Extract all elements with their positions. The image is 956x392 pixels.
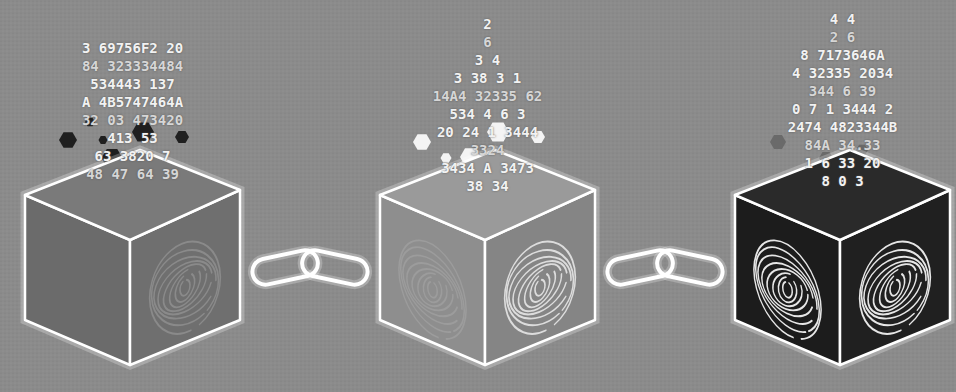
hash-digits: 4 32335 2034	[735, 64, 950, 82]
block-cube: 3 69756F2 2084 323334484534443 137A 4B57…	[25, 150, 240, 365]
hash-digits: 84A 34.33	[735, 136, 950, 154]
hash-digits: A 4B5747464A	[25, 93, 240, 111]
hash-digits: 6	[380, 33, 595, 51]
hash-digits: 3 69756F2 20	[25, 39, 240, 57]
chain-link	[605, 248, 725, 287]
hash-digits: 20 24 1 3444	[380, 123, 595, 141]
hash-digits: 2	[380, 15, 595, 33]
hex-data-cloud: 3 69756F2 2084 323334484534443 137A 4B57…	[25, 39, 240, 183]
block-cube: 263 43 38 3 114A4 32335 62534 4 6 320 24…	[380, 150, 595, 365]
hex-data-cloud: 4 42 68 7173646A4 32335 2034344 6 390 7 …	[735, 10, 950, 190]
cube-face	[380, 150, 595, 240]
cube-face	[735, 150, 950, 240]
fingerprint-icon	[848, 210, 942, 364]
fingerprint-icon	[138, 210, 232, 364]
hash-digits: 3 4	[380, 51, 595, 69]
hash-digits: 344 6 39	[735, 82, 950, 100]
hash-digits: 534443 137	[25, 75, 240, 93]
hash-digits: 3 38 3 1	[380, 69, 595, 87]
hash-digits: 2474 4823344B	[735, 118, 950, 136]
hash-digits: 413 53	[25, 129, 240, 147]
cube-outline	[25, 150, 240, 365]
fingerprint-icon	[388, 214, 478, 365]
fingerprint-icon	[743, 214, 833, 365]
hash-digits: 0 7 1 3444 2	[735, 100, 950, 118]
hash-digits: 32 03 473420	[25, 111, 240, 129]
chain-link	[250, 248, 370, 287]
hash-digits: 3324	[380, 141, 595, 159]
hex-data-cloud: 263 43 38 3 114A4 32335 62534 4 6 320 24…	[380, 15, 595, 195]
hash-digits: 1 6 33 20	[735, 154, 950, 172]
hash-digits: 3434 A 3473	[380, 159, 595, 177]
hash-digits: 4 4	[735, 10, 950, 28]
block-cube: 4 42 68 7173646A4 32335 2034344 6 390 7 …	[735, 150, 950, 365]
hash-digits: 38 34	[380, 177, 595, 195]
hash-digits: 63 3820 7	[25, 147, 240, 165]
hash-digits: 8 0 3	[735, 172, 950, 190]
fingerprint-icon	[493, 210, 587, 364]
hash-digits: 84 323334484	[25, 57, 240, 75]
hash-digits: 14A4 32335 62	[380, 87, 595, 105]
hash-digits: 534 4 6 3	[380, 105, 595, 123]
hash-digits: 48 47 64 39	[25, 165, 240, 183]
hash-digits: 8 7173646A	[735, 46, 950, 64]
hash-digits: 2 6	[735, 28, 950, 46]
